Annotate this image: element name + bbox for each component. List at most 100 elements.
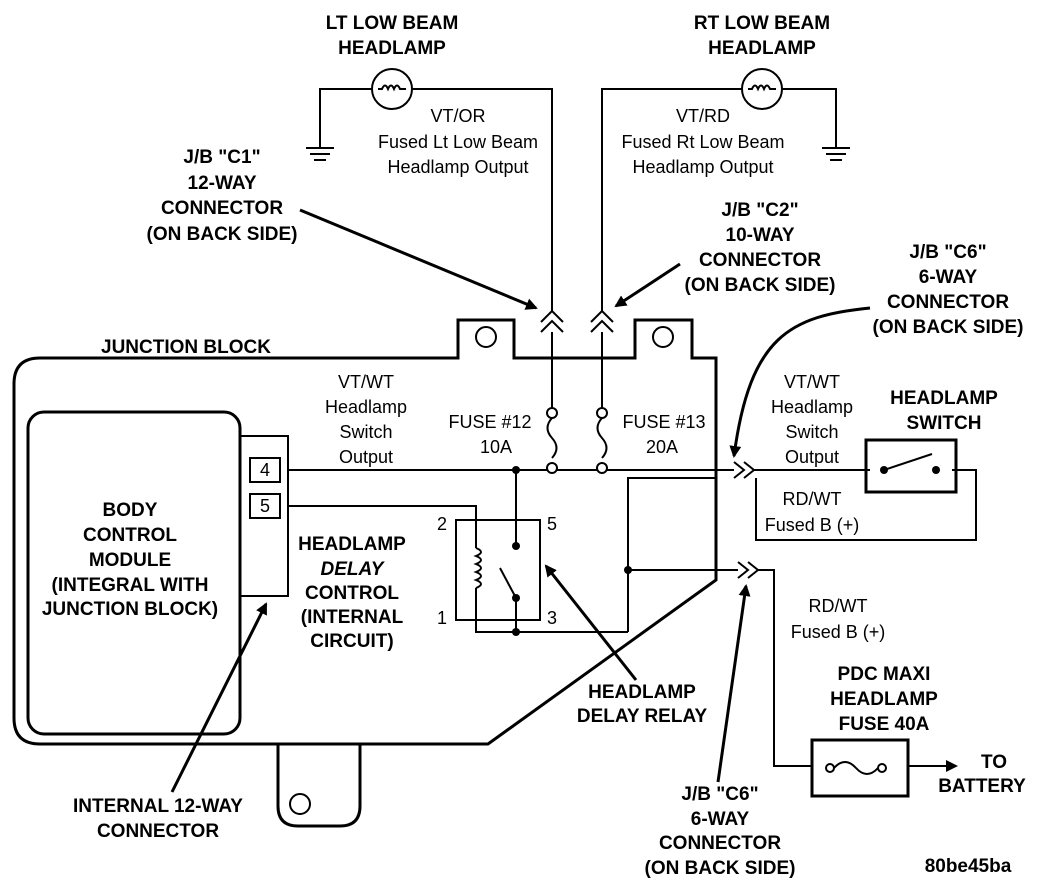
fuse-13-icon (596, 407, 608, 474)
svg-text:MODULE: MODULE (89, 550, 171, 571)
svg-text:J/B "C6": J/B "C6" (681, 784, 758, 805)
connector-chevron-icon (540, 309, 564, 333)
figure-id: 80be45ba (925, 856, 1012, 877)
relay-pointer-arrow-icon (544, 564, 638, 681)
rd-wt-switch-color: RD/WT (783, 489, 842, 509)
svg-text:12-WAY: 12-WAY (188, 173, 257, 194)
connector-chevron-icon (733, 461, 756, 479)
svg-text:DELAY: DELAY (321, 559, 386, 580)
fuse-12-name: FUSE #12 (448, 412, 531, 432)
c6-top-connector-label: J/B "C6" 6-WAY CONNECTOR (ON BACK SIDE) (873, 242, 1024, 338)
rt-lamp-title-line2: HEADLAMP (708, 38, 816, 59)
pdc-fuse-line2: HEADLAMP (830, 689, 938, 710)
bcm-pin-4: 4 (260, 460, 270, 480)
connector-chevron-icon (590, 309, 614, 333)
lamp-icon (741, 68, 783, 110)
fuse-12-rating: 10A (480, 437, 512, 457)
c6-bottom-connector-label: J/B "C6" 6-WAY CONNECTOR (ON BACK SIDE) (645, 784, 796, 879)
rt-lamp-ground-wire (782, 88, 837, 148)
ground-icon (306, 147, 334, 161)
svg-text:6-WAY: 6-WAY (919, 267, 978, 288)
vt-wt-outside-color: VT/WT (784, 372, 840, 392)
svg-text:(INTEGRAL WITH: (INTEGRAL WITH (52, 575, 209, 596)
svg-text:Headlamp: Headlamp (771, 397, 853, 417)
headlamp-switch-line1: HEADLAMP (890, 388, 998, 409)
c6-bottom-pointer-arrow-icon (716, 584, 751, 783)
junction-block (12, 318, 718, 828)
svg-text:J/B "C6": J/B "C6" (909, 242, 986, 263)
pdc-fuse-line1: PDC MAXI (838, 664, 931, 685)
vt-or-color: VT/OR (430, 106, 485, 126)
internal-connector-line1: INTERNAL 12-WAY (73, 796, 243, 817)
svg-text:10-WAY: 10-WAY (726, 225, 795, 246)
rd-wt-pdc-color: RD/WT (809, 596, 868, 616)
fuse-icon (825, 761, 887, 775)
c1-pointer-arrow-icon (299, 208, 538, 310)
battery-line1: TO (981, 752, 1007, 773)
svg-text:CONTROL: CONTROL (83, 525, 177, 546)
rt-lamp-output-wire (601, 88, 742, 312)
svg-text:Fused B (+): Fused B (+) (791, 622, 886, 642)
svg-text:CONNECTOR: CONNECTOR (699, 250, 821, 271)
junction-block-label: JUNCTION BLOCK (101, 337, 271, 358)
svg-text:CONNECTOR: CONNECTOR (659, 833, 781, 854)
rt-output-desc-line2: Headlamp Output (632, 157, 773, 177)
svg-text:J/B "C1": J/B "C1" (183, 147, 260, 168)
internal-connector-line2: CONNECTOR (97, 821, 219, 842)
switch-icon (883, 453, 933, 471)
lt-output-desc-line1: Fused Lt Low Beam (378, 132, 538, 152)
vt-wt-inside-color: VT/WT (338, 372, 394, 392)
c6-top-pointer-arrow-icon (729, 306, 871, 458)
body-control-module: 4 5 BODY CONTROL MODULE (INTEGRAL WITH J… (26, 410, 289, 736)
fused-b-switch-wire (755, 469, 977, 541)
svg-text:J/B "C2": J/B "C2" (721, 200, 798, 221)
vt-rd-color: VT/RD (676, 106, 730, 126)
c1-connector-label: J/B "C1" 12-WAY CONNECTOR (ON BACK SIDE) (147, 147, 298, 245)
svg-text:(ON BACK SIDE): (ON BACK SIDE) (685, 275, 836, 296)
svg-text:(ON BACK SIDE): (ON BACK SIDE) (873, 317, 1024, 338)
lt-lamp-title-line1: LT LOW BEAM (326, 13, 459, 34)
lt-low-beam-headlamp: LT LOW BEAM HEADLAMP (326, 13, 459, 110)
fuse-13-name: FUSE #13 (622, 412, 705, 432)
headlamp-delay-relay: 2 5 1 3 (437, 470, 628, 636)
lt-output-desc-line2: Headlamp Output (387, 157, 528, 177)
relay-coil-icon (473, 547, 482, 589)
relay-label-line1: HEADLAMP (588, 682, 696, 703)
svg-text:Switch: Switch (339, 422, 392, 442)
headlamp-delay-control-label: HEADLAMP DELAY CONTROL (INTERNAL CIRCUIT… (298, 534, 406, 652)
connector-chevron-icon (737, 561, 760, 579)
relay-pin-1: 1 (437, 608, 447, 628)
relay-label-line2: DELAY RELAY (577, 706, 708, 727)
svg-text:JUNCTION BLOCK): JUNCTION BLOCK) (42, 599, 218, 620)
delay-control-wire (288, 505, 477, 522)
c2-pointer-arrow-icon (614, 262, 681, 308)
svg-text:BODY: BODY (103, 500, 158, 521)
svg-text:(ON BACK SIDE): (ON BACK SIDE) (645, 858, 796, 879)
lamp-icon (371, 68, 413, 110)
svg-text:HEADLAMP: HEADLAMP (298, 534, 406, 555)
pdc-maxi-fuse (810, 738, 910, 798)
ground-icon (822, 147, 850, 161)
pdc-fuse-line3: FUSE 40A (839, 714, 930, 735)
relay-pin-5: 5 (547, 514, 557, 534)
fused-b-pdc-wire (758, 569, 812, 767)
fuse-12-icon (546, 407, 558, 474)
c2-connector-label: J/B "C2" 10-WAY CONNECTOR (ON BACK SIDE) (685, 200, 836, 296)
switch-icon (499, 567, 517, 599)
svg-text:Output: Output (785, 447, 839, 467)
svg-text:(INTERNAL: (INTERNAL (301, 607, 404, 628)
svg-text:6-WAY: 6-WAY (691, 809, 750, 830)
svg-text:Fused B (+): Fused B (+) (765, 515, 860, 535)
headlamp-switch (864, 438, 958, 494)
svg-text:Switch: Switch (785, 422, 838, 442)
lt-lamp-output-wire (412, 88, 553, 312)
svg-text:Output: Output (339, 447, 393, 467)
relay-pin-3: 3 (547, 608, 557, 628)
battery-line2: BATTERY (938, 776, 1026, 797)
relay-pin-2: 2 (437, 514, 447, 534)
lt-lamp-ground-wire (319, 88, 372, 148)
internal-connector-arrow-icon (170, 602, 268, 793)
svg-text:CONNECTOR: CONNECTOR (887, 292, 1009, 313)
svg-text:CONTROL: CONTROL (305, 583, 399, 604)
svg-text:(ON BACK SIDE): (ON BACK SIDE) (147, 224, 298, 245)
